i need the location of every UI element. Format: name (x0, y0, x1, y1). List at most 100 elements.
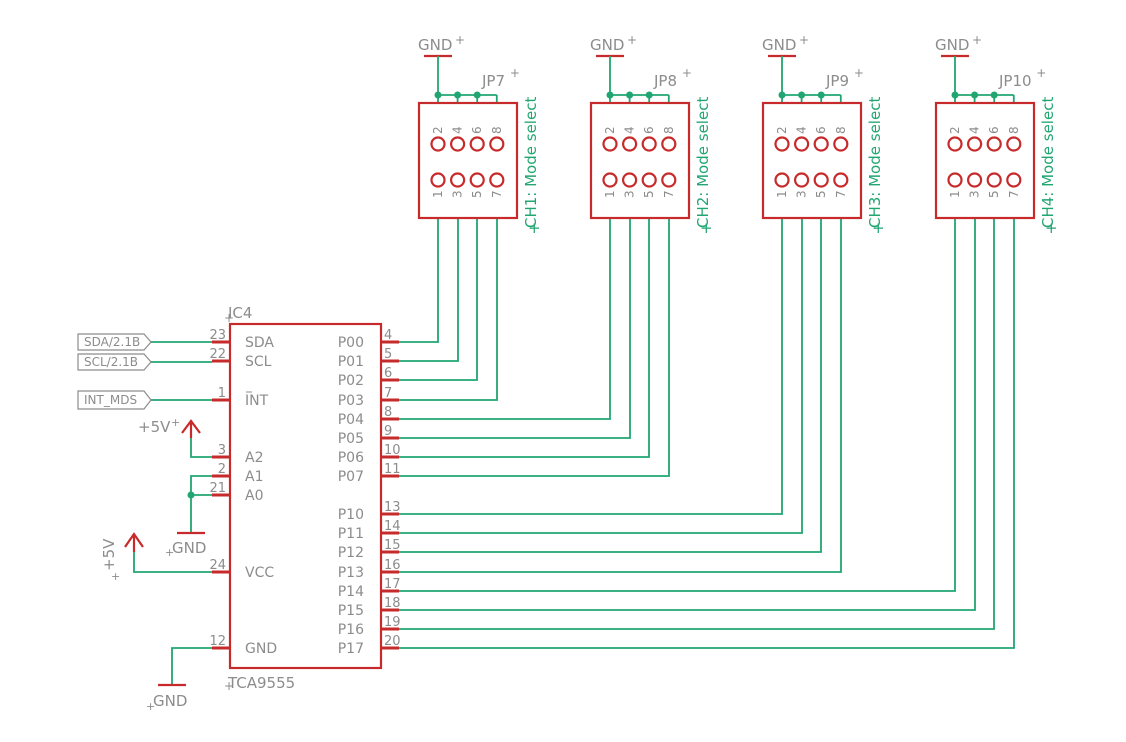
pad-number: 4 (623, 126, 637, 134)
ic-ref-cross: + (224, 311, 234, 325)
junction-dot (798, 91, 806, 99)
pad-number: 5 (470, 190, 484, 198)
ic-tca9555[interactable]: IC4 TCA9555 + + 23 22 1 3 2 21 24 12 (209, 304, 400, 693)
jumper-pad (621, 172, 638, 188)
junction-dot (990, 91, 998, 99)
mode-label-cross: + (872, 219, 885, 237)
pin-name: P02 (338, 373, 364, 389)
junction-dot (187, 491, 195, 499)
jumper-pad (469, 136, 485, 152)
pin-number: 15 (384, 538, 401, 553)
jumper-pad (641, 172, 657, 188)
pin-number: 1 (218, 386, 226, 401)
pad-number: 6 (814, 126, 828, 134)
ic-right-pin-numbers: 4 5 6 7 8 9 10 11 13 14 15 16 17 18 19 2… (384, 328, 401, 649)
jumper-pad (641, 136, 657, 152)
pin-number: 2 (218, 462, 226, 477)
pin-name: A2 (245, 450, 263, 466)
pad-number: 6 (987, 126, 1001, 134)
pin-name: P17 (338, 641, 364, 657)
supply-label: GND (762, 36, 796, 54)
pad-number: 3 (451, 190, 465, 198)
jumper-pad (966, 172, 983, 188)
jumper-mode-label: CH4: Mode select (1039, 97, 1057, 228)
jumper-ref-cross: + (854, 66, 864, 80)
left-wires (133, 341, 212, 684)
supply-label: GND (590, 36, 624, 54)
pin-number: 16 (384, 558, 401, 573)
pad-number: 5 (987, 190, 1001, 198)
jumper-pad (986, 172, 1002, 188)
jumper-pad (793, 136, 810, 152)
net-label-text: INT_MDS (84, 393, 137, 407)
jumper-pad (489, 136, 505, 152)
pin-number: 3 (218, 443, 226, 458)
supply-label: GND (172, 539, 206, 557)
mode-label-cross: + (700, 219, 713, 237)
jumper-pad (450, 172, 466, 188)
pin-number: 6 (384, 366, 392, 381)
jumper-ref: JP7 (481, 72, 505, 90)
pin-number: 23 (209, 328, 226, 343)
jumper-pad (947, 172, 963, 188)
jumper-mode-label: CH1: Mode select (522, 97, 540, 228)
pin-name: P15 (338, 603, 364, 619)
jumper-ref-cross: + (1036, 66, 1046, 80)
pin-name: GND (245, 641, 277, 657)
jumper-ref: JP9 (825, 72, 849, 90)
jumper-pad (966, 136, 983, 152)
pin-name: SCL (245, 354, 272, 370)
jumper-mode-label: CH3: Mode select (866, 97, 884, 228)
pin-number: 5 (384, 347, 392, 362)
jumper-pad (602, 136, 618, 152)
jumper-ref: JP8 (653, 72, 677, 90)
svg-text:+: + (146, 700, 155, 713)
junction-dot (971, 91, 979, 99)
pad-number: 1 (431, 190, 445, 198)
pad-number: 5 (642, 190, 656, 198)
pin-number: 8 (384, 405, 392, 420)
jumper-body (761, 101, 863, 220)
jumper-pad (450, 136, 466, 152)
pad-number: 8 (1007, 126, 1021, 134)
pin-number: 14 (384, 519, 401, 534)
pad-number: 2 (603, 126, 617, 134)
pin-name: A0 (245, 488, 263, 504)
net-label-sda[interactable]: SDA/2.1B (77, 333, 152, 351)
jumper-body (589, 101, 691, 220)
net-label-text: SDA/2.1B (84, 335, 140, 349)
net-label-scl[interactable]: SCL/2.1B (77, 353, 152, 371)
net-label-int[interactable]: INT_MDS (77, 390, 152, 410)
pad-number: 7 (662, 190, 676, 198)
pin-name: P12 (338, 545, 364, 561)
pin-name: P10 (338, 507, 364, 523)
jumper-pad (813, 136, 829, 152)
pin-name: P13 (338, 565, 364, 581)
pad-number: 1 (775, 190, 789, 198)
ic-left-pin-numbers: 23 22 1 3 2 21 24 12 (209, 328, 226, 649)
jumper-pad (833, 172, 849, 188)
jumper-pad (430, 172, 446, 188)
pad-number: 7 (834, 190, 848, 198)
jumper-pad (793, 172, 810, 188)
ic-left-pin-names: SDA SCL INT A2 A1 A0 VCC GND (245, 335, 277, 657)
pin-name: P16 (338, 622, 364, 638)
pin-number: 10 (384, 443, 401, 458)
pad-number: 3 (795, 190, 809, 198)
pin-name: SDA (245, 335, 274, 351)
jumper-pad (602, 172, 618, 188)
ic-right-pin-names: P00 P01 P02 P03 P04 P05 P06 P07 P10 P11 … (338, 335, 364, 657)
jumper-pad (833, 136, 849, 152)
pad-number: 2 (948, 126, 962, 134)
supply-label: GND (935, 36, 969, 54)
junction-dot (645, 91, 653, 99)
junction-dot (606, 91, 614, 99)
pin-number: 20 (384, 634, 401, 649)
right-wires (399, 218, 1015, 649)
pin-number: 11 (384, 462, 401, 477)
